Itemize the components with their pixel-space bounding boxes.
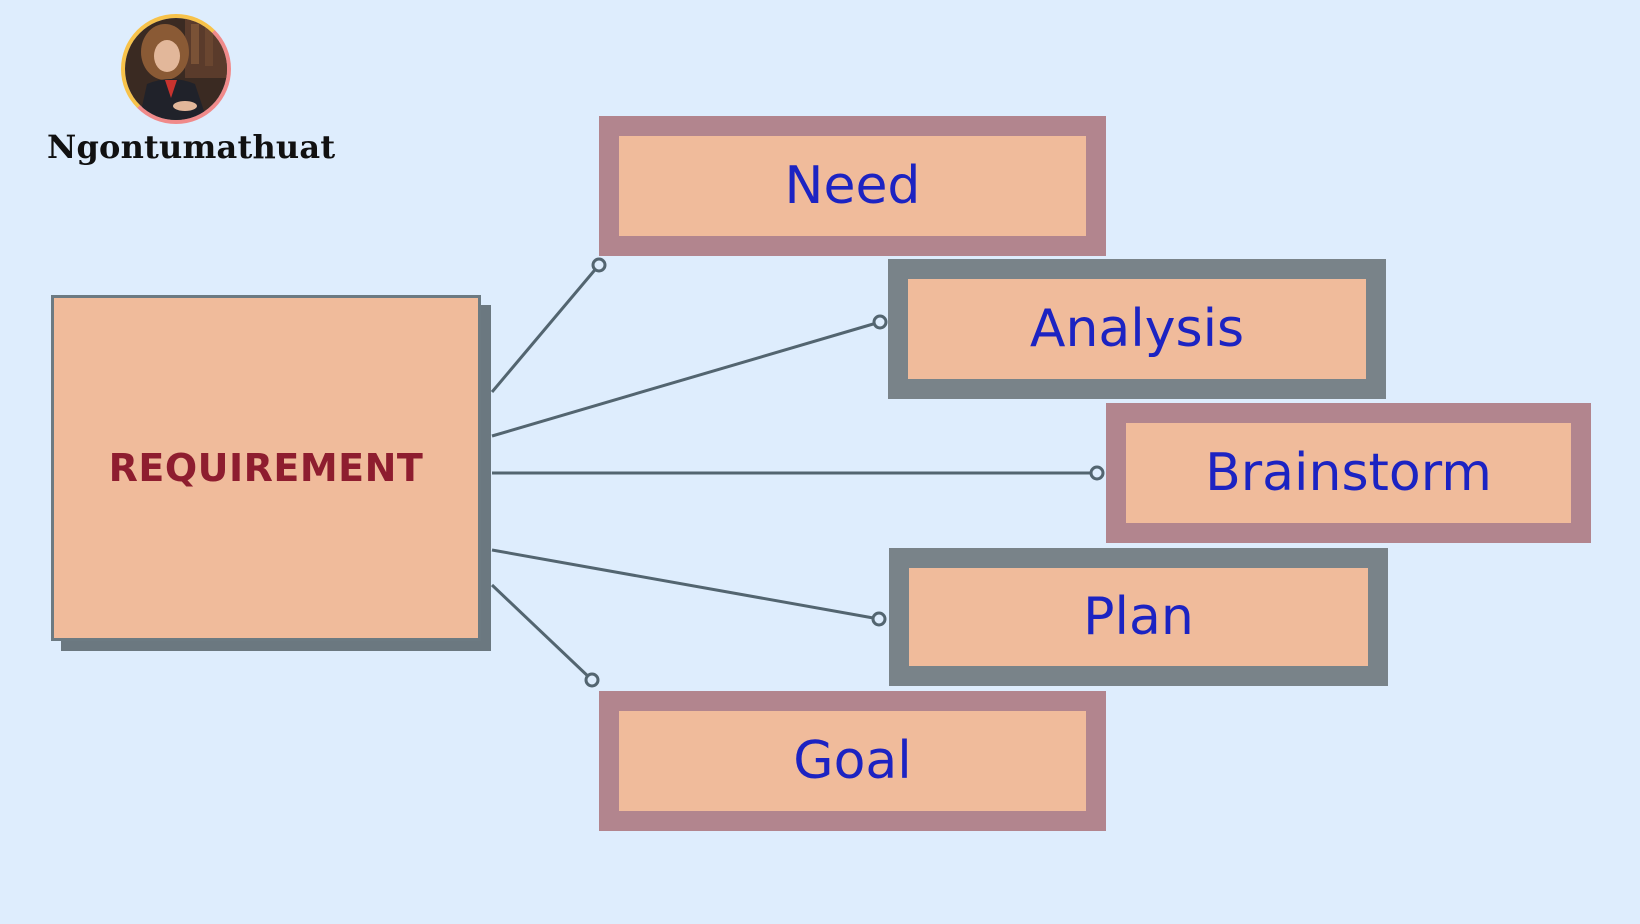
- root-node-requirement: REQUIREMENT: [51, 295, 481, 641]
- node-goal: Goal: [599, 691, 1106, 831]
- node-need-label: Need: [784, 156, 921, 216]
- node-analysis: Analysis: [888, 259, 1386, 399]
- node-brainstorm: Brainstorm: [1106, 403, 1591, 543]
- connector-end-goal: [584, 672, 600, 688]
- avatar: [121, 14, 231, 124]
- profile-photo-icon: [125, 18, 227, 120]
- node-need: Need: [599, 116, 1106, 256]
- node-analysis-label: Analysis: [1029, 299, 1245, 359]
- connector-end-analysis: [872, 314, 888, 330]
- connector-end-plan: [871, 611, 887, 627]
- connector-need: [490, 264, 601, 393]
- connector-end-brainstorm: [1089, 465, 1105, 481]
- connector-analysis: [491, 320, 881, 438]
- node-plan-label: Plan: [1083, 587, 1194, 647]
- node-brainstorm-label: Brainstorm: [1205, 443, 1492, 503]
- node-goal-label: Goal: [793, 731, 912, 791]
- root-node-label: REQUIREMENT: [108, 446, 424, 490]
- connector-end-need: [591, 257, 607, 273]
- node-plan: Plan: [889, 548, 1388, 686]
- connector-goal: [490, 583, 594, 682]
- connector-plan: [491, 548, 880, 621]
- author-name: Ngontumathuat: [47, 128, 336, 166]
